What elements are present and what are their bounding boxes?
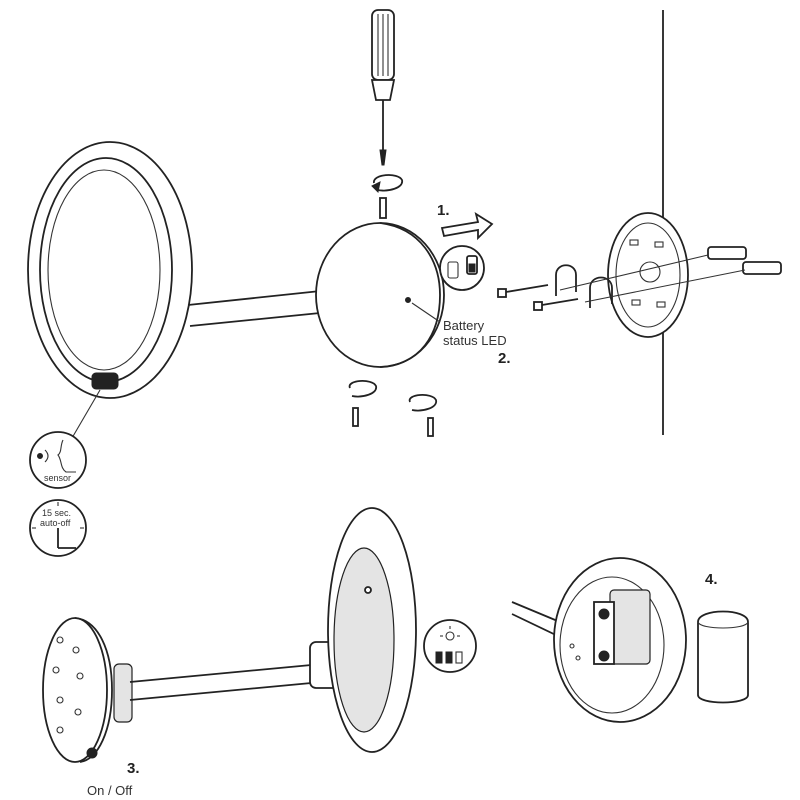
mirror-assembly-top: [27, 141, 445, 399]
mirror-assembly-bottom: [42, 507, 417, 763]
hook-left: [555, 264, 577, 296]
sensor-patch: [91, 372, 119, 390]
battery-led-label-line2: status LED: [443, 333, 507, 348]
step-number-3: 3.: [127, 760, 140, 777]
wall-screw-right: [533, 298, 579, 311]
brightness-level-icon: [423, 619, 477, 673]
battery-icon: [697, 610, 749, 704]
sensor-label: sensor: [44, 473, 71, 483]
battery-replace-icon: [439, 245, 485, 291]
step-number-4: 4.: [705, 571, 718, 588]
hook-right: [589, 276, 613, 308]
arrow-right-icon: [440, 212, 494, 241]
on-off-button[interactable]: [86, 747, 98, 759]
screw-icon: [379, 197, 387, 219]
clock-timer-icon: [29, 499, 87, 557]
on-off-label: On / Off: [87, 783, 133, 798]
wall-mounting-plate: [607, 212, 689, 338]
battery-led-label-line1: Battery: [443, 318, 485, 333]
sensor-leader-line: [71, 389, 101, 439]
led-leader-line: [411, 302, 441, 323]
timer-label-line2: auto-off: [40, 518, 71, 528]
wall-plug-icon: [707, 246, 782, 275]
rotation-arrow-top: [371, 174, 403, 194]
screwdriver-icon: [370, 9, 396, 166]
timer-label-line1: 15 sec.: [42, 508, 71, 518]
battery-compartment-view: [511, 557, 687, 723]
step-number-2: 2.: [498, 350, 511, 367]
wall-screw-left: [497, 284, 549, 298]
sensor-face-icon: [29, 431, 87, 489]
rotation-arrow-bottom-left: [348, 380, 377, 427]
rotation-arrow-bottom-right: [408, 394, 437, 437]
battery-led-dot: [405, 297, 411, 303]
step-number-1: 1.: [437, 202, 450, 219]
